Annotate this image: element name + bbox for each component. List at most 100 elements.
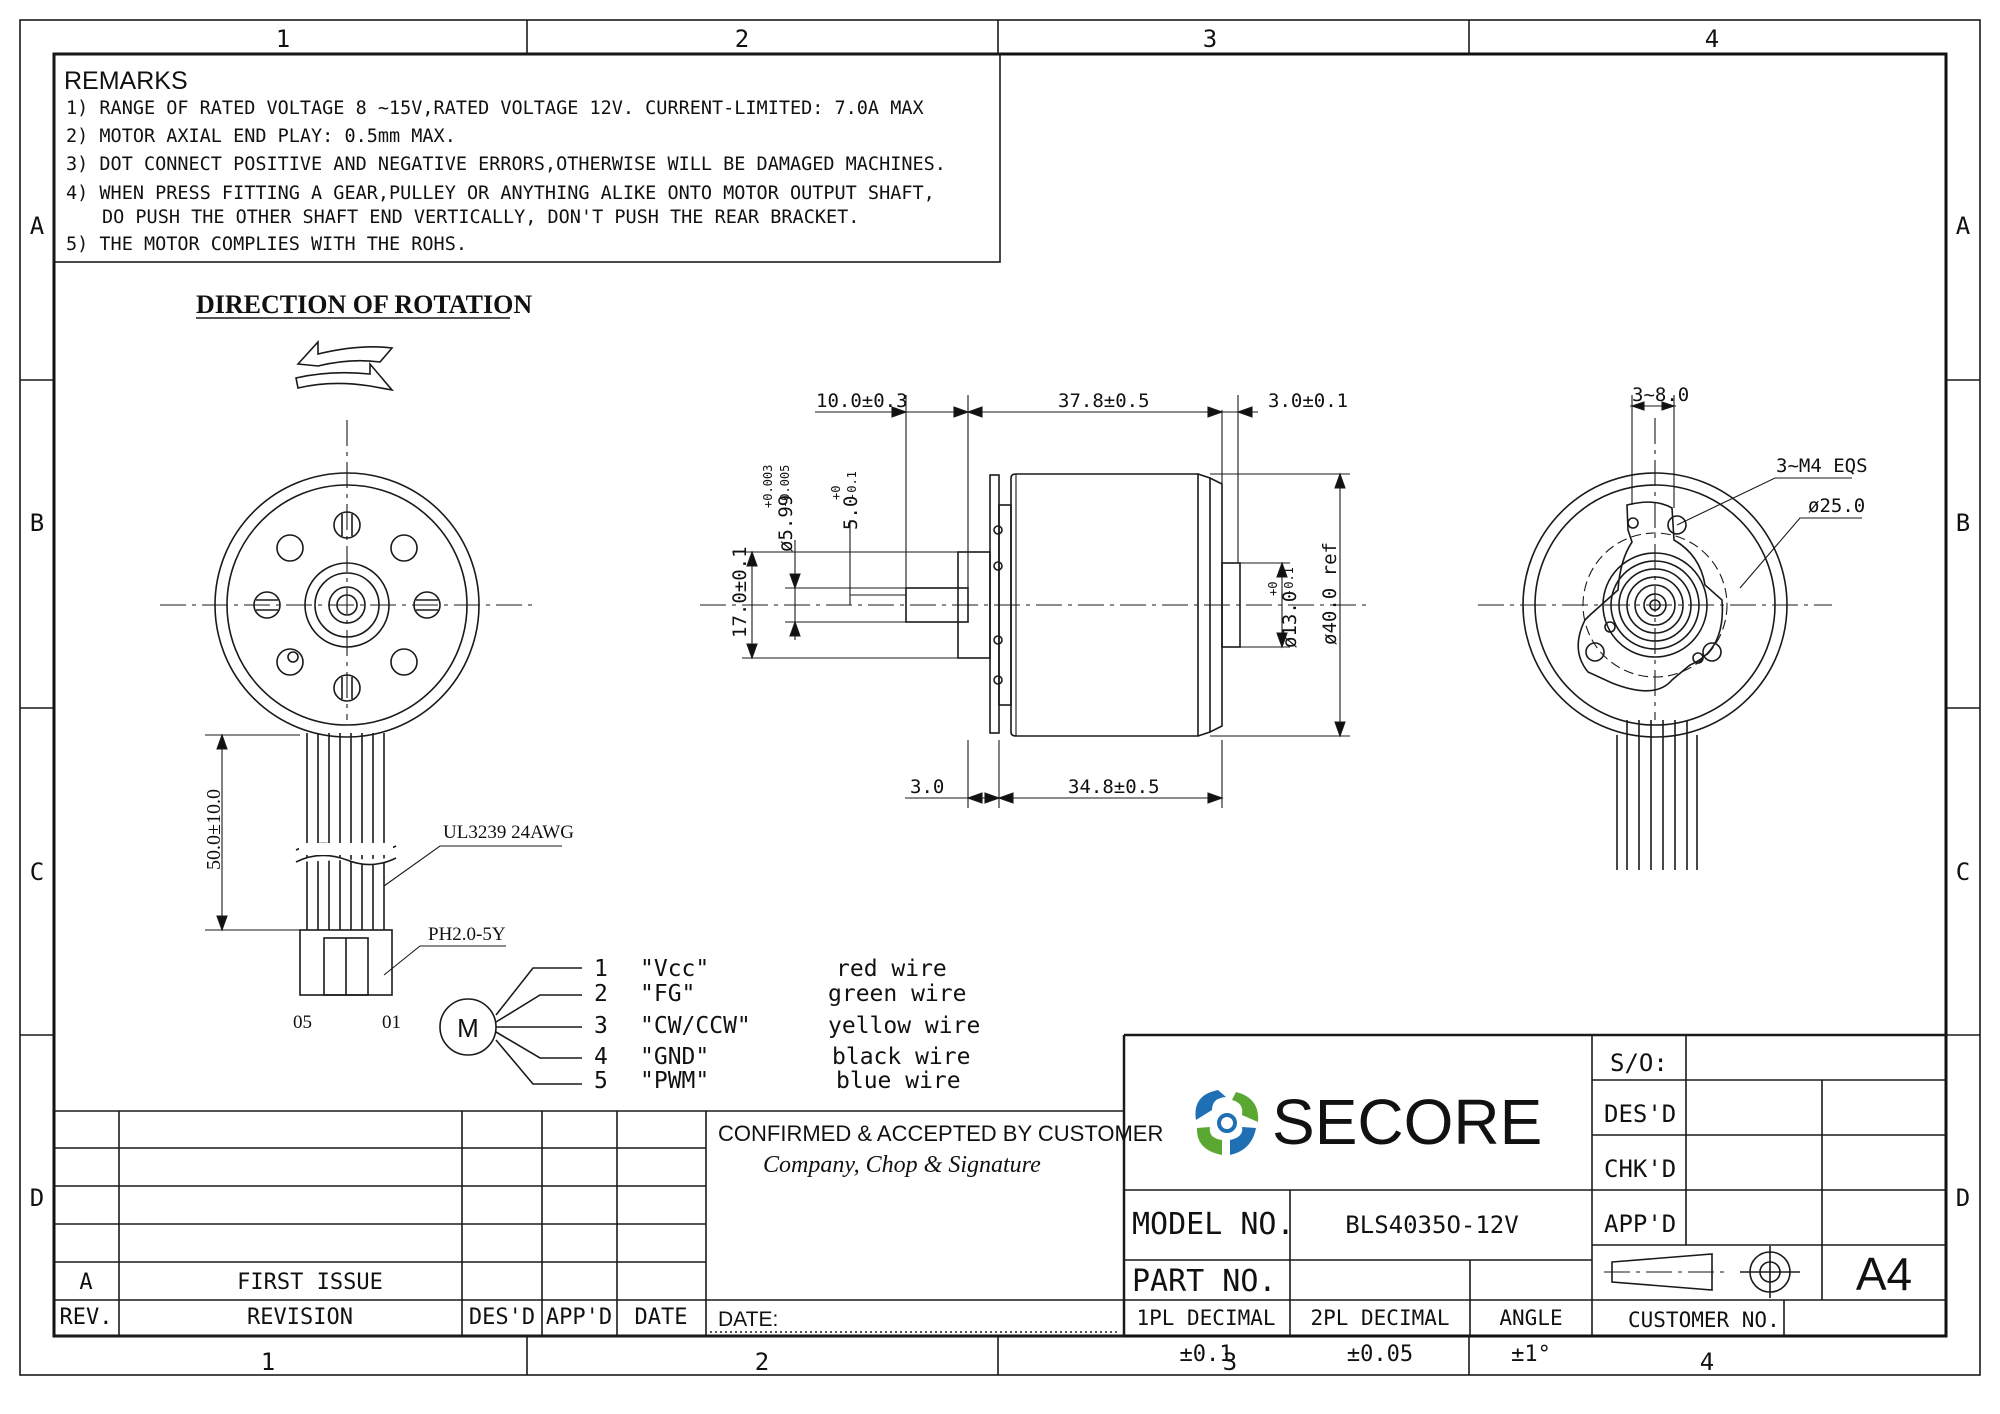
- rev-header-desd: DES'D: [469, 1305, 535, 1330]
- tol-value-2pl: ±0.05: [1347, 1342, 1413, 1367]
- rotation-arrow-icon: [295, 339, 395, 392]
- zone-row-a-right: A: [1956, 212, 1971, 240]
- zone-col-3-top: 3: [1203, 25, 1217, 53]
- dim-cable-length: 50.0±10.0: [203, 789, 225, 870]
- side-view-dimensions: [742, 395, 1350, 808]
- zone-row-b-left: B: [30, 509, 44, 537]
- part-label: PART NO.: [1132, 1264, 1277, 1299]
- pin-05-label: 05: [293, 1012, 312, 1033]
- rev-header-appd: APP'D: [546, 1305, 612, 1330]
- remark-1: 1) RANGE OF RATED VOLTAGE 8 ~15V,RATED V…: [66, 98, 924, 119]
- dim-shaft-diameter-tol-down: -0.005: [778, 465, 792, 508]
- rotation-title: DIRECTION OF ROTATION: [196, 290, 532, 319]
- remark-4-cont: DO PUSH THE OTHER SHAFT END VERTICALLY, …: [102, 207, 859, 228]
- zone-row-d-right: D: [1956, 1184, 1970, 1212]
- dim-rear-pitch: 3~8.0: [1632, 384, 1689, 406]
- pin-3-color: yellow wire: [828, 1013, 980, 1039]
- chkd-label: CHK'D: [1604, 1155, 1676, 1183]
- tol-header-1pl: 1PL DECIMAL: [1136, 1306, 1275, 1330]
- cable-length-dimension: [205, 733, 300, 932]
- connector-label: PH2.0-5Y: [428, 924, 506, 945]
- dim-rear-boss-tol-down: -0.1: [1282, 567, 1296, 596]
- pin-5-number: 5: [594, 1068, 608, 1094]
- pin-5-signal: "PWM": [640, 1068, 709, 1094]
- dim-body-length: 37.8±0.5: [1058, 390, 1150, 412]
- pin-4-color: black wire: [832, 1044, 970, 1070]
- zone-dividers: [20, 20, 1980, 1375]
- appd-label: APP'D: [1604, 1210, 1676, 1238]
- zone-col-1-bottom: 1: [261, 1348, 275, 1376]
- remark-2: 2) MOTOR AXIAL END PLAY: 0.5mm MAX.: [66, 126, 456, 147]
- dim-rear-boss: 3.0±0.1: [1268, 390, 1348, 412]
- zone-col-2-top: 2: [735, 25, 749, 53]
- tol-header-angle: ANGLE: [1499, 1306, 1562, 1330]
- cable-leader: [383, 845, 562, 887]
- rev-header-rev: REV.: [60, 1305, 113, 1330]
- model-value: BLS4035O-12V: [1345, 1211, 1518, 1239]
- tol-value-1pl: ±0.1: [1180, 1342, 1233, 1367]
- zone-row-a-left: A: [30, 212, 45, 240]
- dim-flat: 5.0: [840, 496, 862, 530]
- dim-rear-boss-diameter: ø13.0: [1279, 591, 1301, 648]
- rev-row-1-revision: FIRST ISSUE: [237, 1270, 383, 1295]
- outer-frame: [19, 19, 1981, 1376]
- pin-5-color: blue wire: [836, 1068, 961, 1094]
- brand-name: SECORE: [1272, 1086, 1542, 1158]
- rear-view: [1478, 418, 1832, 870]
- dim-flat-tol-up: +0: [829, 486, 843, 500]
- confirmed-label: CONFIRMED & ACCEPTED BY CUSTOMER: [718, 1121, 1163, 1146]
- date-label: DATE:: [718, 1308, 778, 1331]
- model-label: MODEL NO.: [1132, 1207, 1295, 1242]
- dim-shaft-length: 10.0±0.3: [816, 390, 908, 412]
- pin-1-number: 1: [594, 956, 608, 982]
- dim-pcd: ø25.0: [1808, 495, 1865, 517]
- customer-no-label: CUSTOMER NO.: [1628, 1308, 1780, 1332]
- rear-view-dimensions: [1630, 395, 1862, 589]
- tol-value-angle: ±1°: [1511, 1342, 1551, 1367]
- dim-mounting-threads: 3~M4 EQS: [1776, 455, 1868, 477]
- zone-col-4-bottom: 4: [1700, 1348, 1714, 1376]
- remark-5: 5) THE MOTOR COMPLIES WITH THE ROHS.: [66, 234, 467, 255]
- side-view: [700, 473, 1370, 737]
- remarks-title: REMARKS: [64, 67, 188, 95]
- pin-1-color: red wire: [836, 956, 947, 982]
- cable-label: UL3239 24AWG: [443, 822, 574, 843]
- tol-header-2pl: 2PL DECIMAL: [1310, 1306, 1449, 1330]
- zone-col-3-bottom: 3: [1223, 1348, 1237, 1376]
- dim-body-length-rear: 34.8±0.5: [1068, 776, 1160, 798]
- remarks-box: [53, 53, 1001, 263]
- wiring-diagram: [439, 967, 582, 1085]
- rev-header-date: DATE: [635, 1305, 688, 1330]
- zone-row-c-left: C: [30, 858, 44, 886]
- zone-row-c-right: C: [1956, 858, 1970, 886]
- remark-3: 3) DOT CONNECT POSITIVE AND NEGATIVE ERR…: [66, 154, 946, 175]
- pin-2-number: 2: [594, 981, 608, 1007]
- rev-row-1-rev: A: [79, 1270, 92, 1295]
- company-signature-label: Company, Chop & Signature: [763, 1152, 1041, 1178]
- dim-flat-tol-down: -0.1: [845, 471, 859, 500]
- desd-label: DES'D: [1604, 1100, 1676, 1128]
- zone-col-2-bottom: 2: [755, 1348, 769, 1376]
- zone-row-d-left: D: [30, 1184, 44, 1212]
- connector-leader: [383, 945, 506, 976]
- pin-3-number: 3: [594, 1013, 608, 1039]
- secore-logo-icon: [1195, 1090, 1259, 1155]
- dim-boss-length: 3.0: [910, 776, 944, 798]
- dim-rear-boss-tol-up: +0: [1266, 582, 1280, 596]
- so-label: S/O:: [1610, 1049, 1668, 1077]
- pin-3-signal: "CW/CCW": [640, 1013, 751, 1039]
- pin-2-color: green wire: [828, 981, 966, 1007]
- projection-symbol-icon: [1604, 1246, 1800, 1298]
- revision-table: [54, 1035, 1126, 1338]
- dim-shaft-diameter: ø5.99: [775, 495, 797, 552]
- pin-01-label: 01: [382, 1012, 401, 1033]
- pin-4-signal: "GND": [640, 1044, 709, 1070]
- pin-4-number: 4: [594, 1044, 608, 1070]
- zone-row-b-right: B: [1956, 509, 1970, 537]
- front-view: [160, 420, 532, 996]
- motor-symbol-label: M: [457, 1013, 479, 1043]
- title-block: [1124, 1033, 1946, 1336]
- zone-col-1-top: 1: [276, 25, 290, 53]
- sheet-size: A4: [1856, 1248, 1912, 1300]
